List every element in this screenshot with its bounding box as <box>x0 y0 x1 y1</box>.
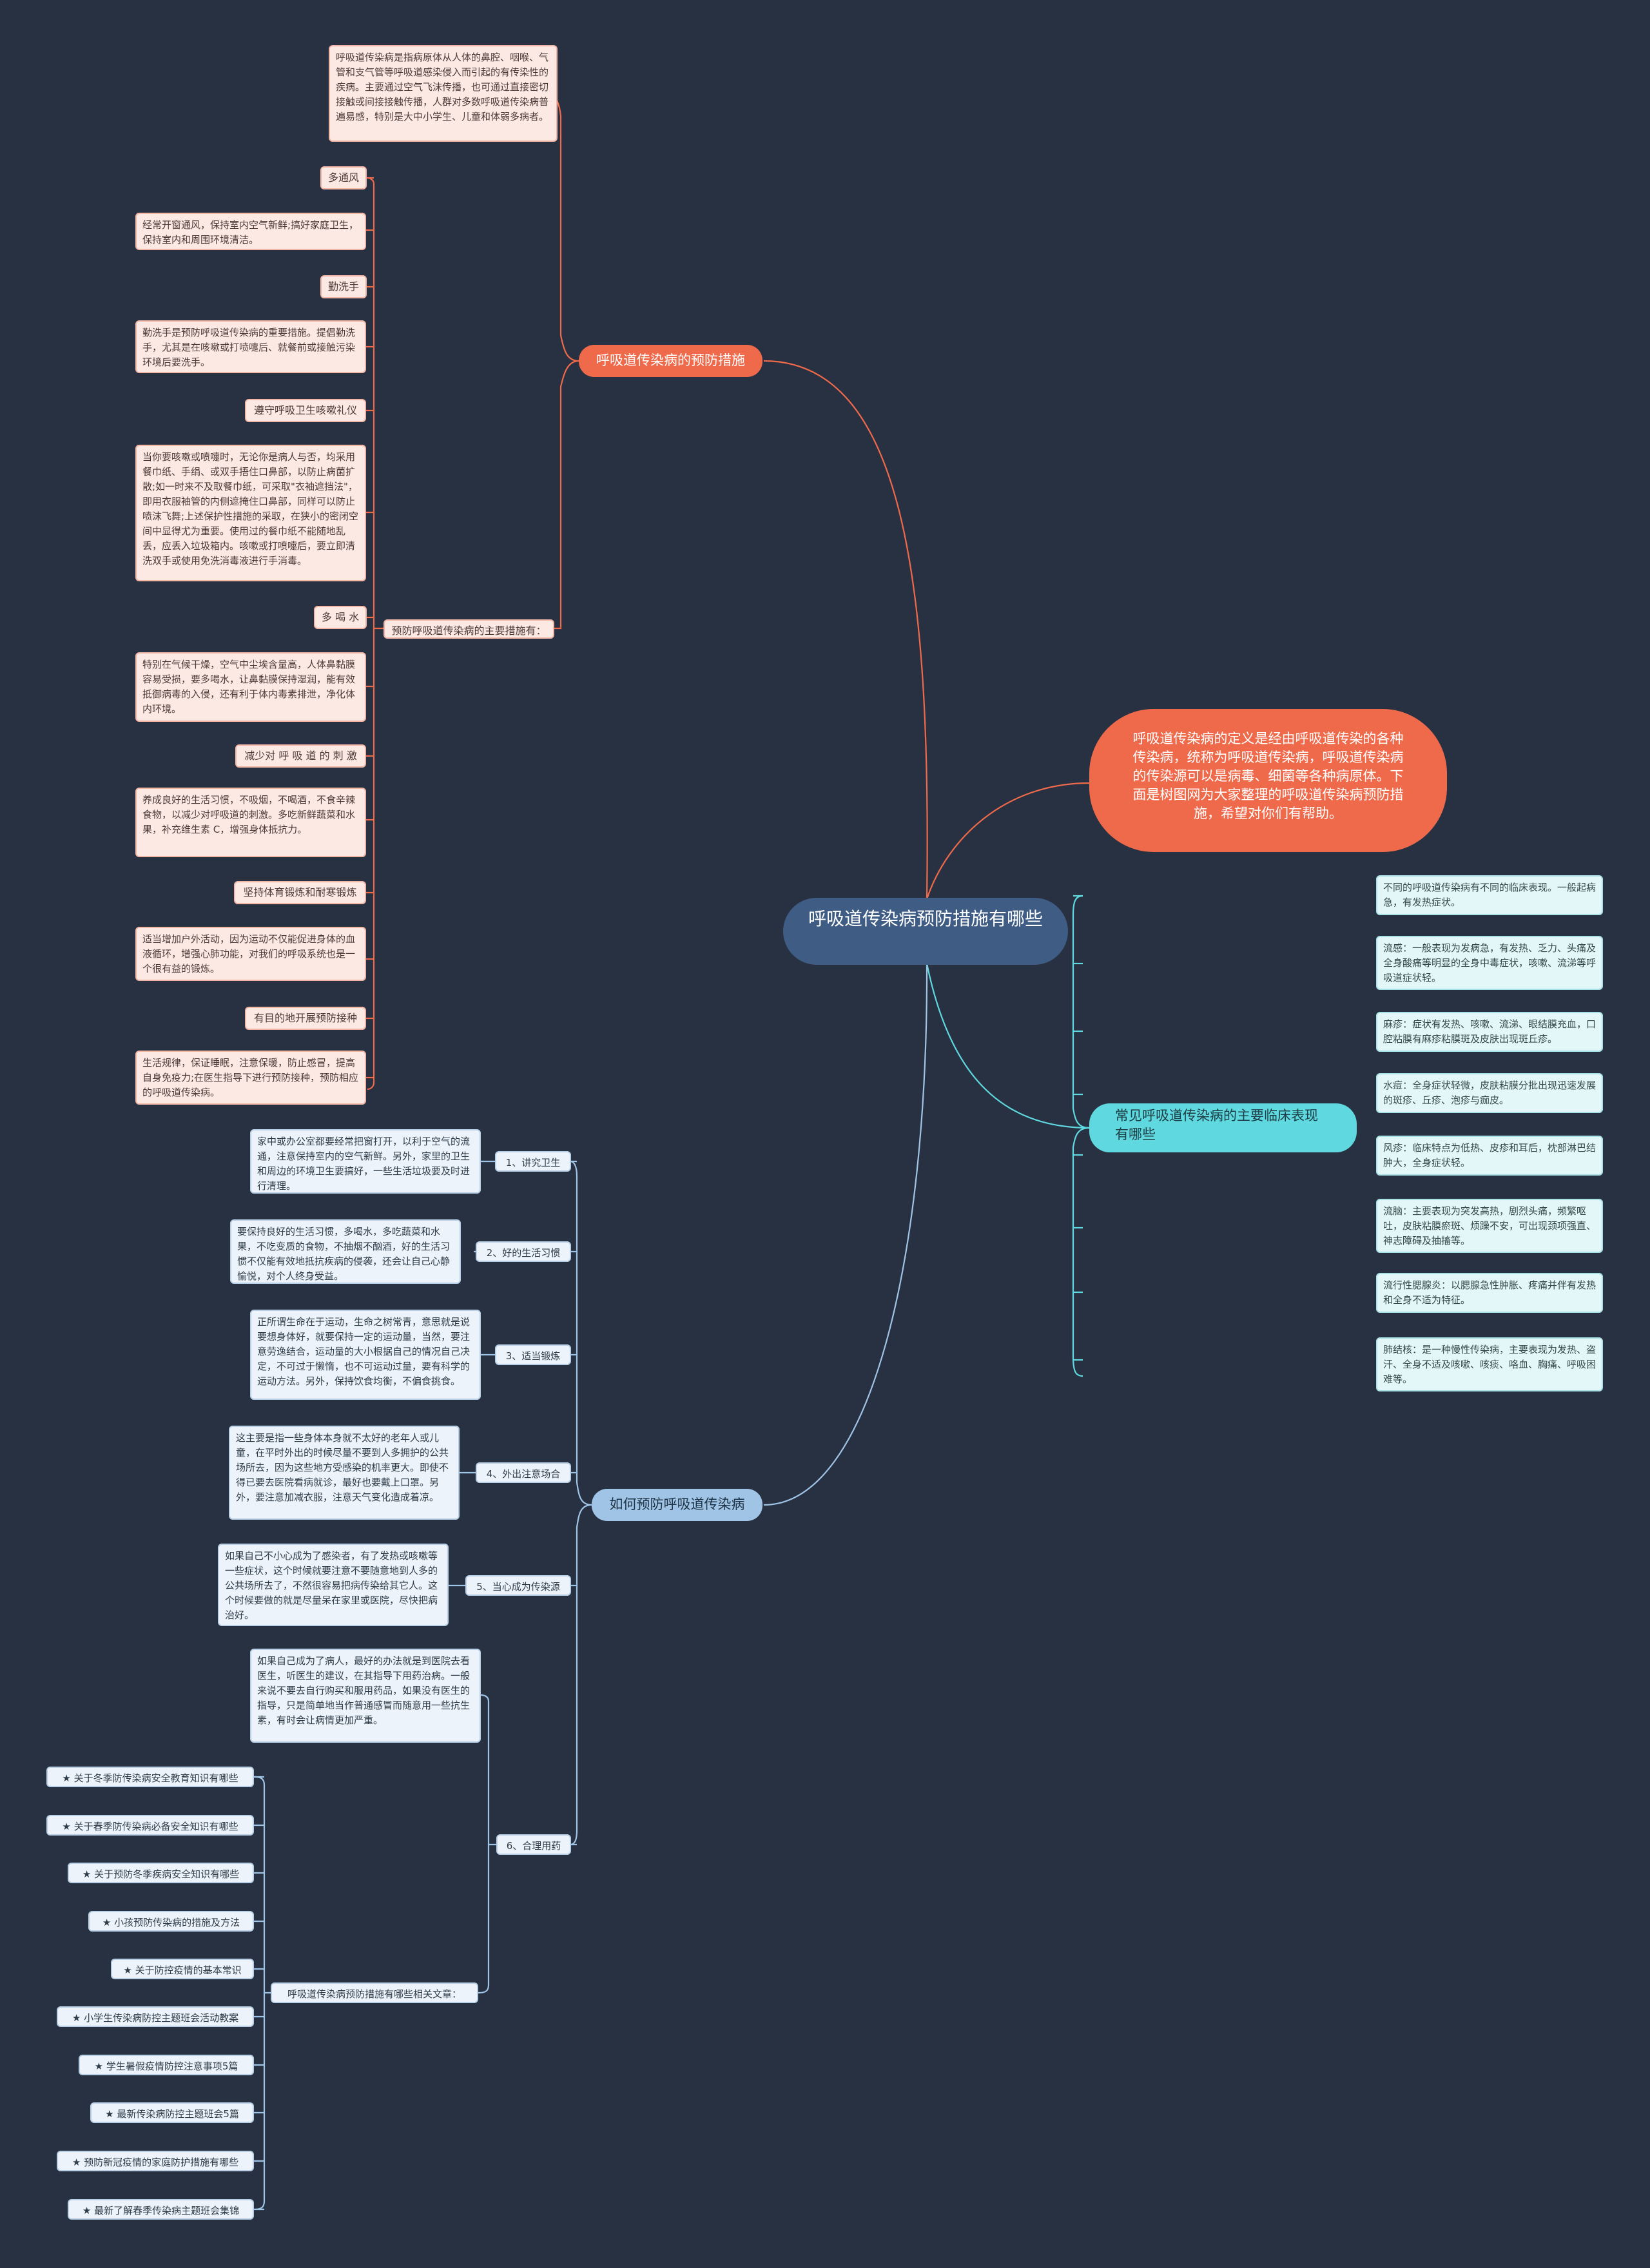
clinical-meningitis[interactable]: 流脑：主要表现为突发高热，剧烈头痛，频繁呕吐，皮肤粘膜瘀斑、烦躁不安，可出现颈项… <box>1376 1199 1603 1253</box>
measure-text-ventilate[interactable]: 经常开窗通风，保持室内空气新鲜;搞好家庭卫生，保持室内和周围环境清洁。 <box>135 213 366 250</box>
tip-text-hygiene[interactable]: 家中或办公室都要经常把窗打开，以利于空气的流通，注意保持室内的空气新鲜。另外，家… <box>250 1129 481 1194</box>
tip-title-habits[interactable]: 2、好的生活习惯 <box>476 1241 571 1262</box>
clinical-rubella[interactable]: 风疹：临床特点为低热、皮疹和耳后，枕部淋巴结肿大，全身症状轻。 <box>1376 1136 1603 1176</box>
main-measures-label[interactable]: 预防呼吸道传染病的主要措施有： <box>383 619 554 639</box>
tip-title-medication[interactable]: 6、合理用药 <box>496 1834 571 1855</box>
measure-text-vaccination[interactable]: 生活规律，保证睡眠，注意保暖，防止感冒，提高自身免疫力;在医生指导下进行预防接种… <box>135 1051 366 1105</box>
tip-title-outings[interactable]: 4、外出注意场合 <box>476 1462 571 1483</box>
tip-text-medication[interactable]: 如果自己成为了病人，最好的办法就是到医院去看医生，听医生的建议，在其指导下用药治… <box>250 1649 481 1743</box>
related-article-link[interactable]: ★ 小学生传染病防控主题班会活动教案 <box>57 2006 254 2027</box>
clinical-mumps[interactable]: 流行性腮腺炎：以腮腺急性肿胀、疼痛并伴有发热和全身不适为特征。 <box>1376 1273 1603 1313</box>
measure-text-cough-etiquette[interactable]: 当你要咳嗽或喷嚏时，无论你是病人与否，均采用餐巾纸、手绢、或双手捂住口鼻部，以防… <box>135 445 366 581</box>
clinical-chickenpox[interactable]: 水痘：全身症状轻微，皮肤粘膜分批出现迅速发展的斑疹、丘疹、泡疹与痂皮。 <box>1376 1073 1603 1113</box>
clinical-measles[interactable]: 麻疹：症状有发热、咳嗽、流涕、眼结膜充血，口腔粘膜有麻疹粘膜斑及皮肤出现斑丘疹。 <box>1376 1012 1603 1052</box>
definition-node[interactable]: 呼吸道传染病是指病原体从人体的鼻腔、咽喉、气管和支气管等呼吸道感染侵入而引起的有… <box>329 45 558 142</box>
tip-text-exercise[interactable]: 正所谓生命在于运动，生命之树常青，意思就是说要想身体好，就要保持一定的运动量，当… <box>250 1310 481 1400</box>
tip-title-contagion[interactable]: 5、当心成为传染源 <box>465 1575 571 1596</box>
measure-title-vaccination[interactable]: 有目的地开展预防接种 <box>245 1007 366 1030</box>
branch-prevention-measures[interactable]: 呼吸道传染病的预防措施 <box>579 345 762 377</box>
intro-node[interactable]: 呼吸道传染病的定义是经由呼吸道传染的各种传染病，统称为呼吸道传染病，呼吸道传染病… <box>1089 709 1447 852</box>
related-article-link[interactable]: ★ 小孩预防传染病的措施及方法 <box>88 1911 254 1932</box>
measure-text-drink-water[interactable]: 特别在气候干燥，空气中尘埃含量高，人体鼻黏膜容易受损，要多喝水，让鼻黏膜保持湿润… <box>135 652 366 722</box>
tip-text-contagion[interactable]: 如果自己不小心成为了感染者，有了发热或咳嗽等一些症状，这个时候就要注意不要随意地… <box>218 1544 449 1626</box>
clinical-flu[interactable]: 流感：一般表现为发病急，有发热、乏力、头痛及全身酸痛等明显的全身中毒症状，咳嗽、… <box>1376 936 1603 990</box>
tip-text-outings[interactable]: 这主要是指一些身体本身就不太好的老年人或儿童，在平时外出的时候尽量不要到人多拥护… <box>229 1426 460 1520</box>
clinical-tuberculosis[interactable]: 肺结核：是一种慢性传染病，主要表现为发热、盗汗、全身不适及咳嗽、咳痰、咯血、胸痛… <box>1376 1337 1603 1391</box>
branch-how-to-prevent[interactable]: 如何预防呼吸道传染病 <box>592 1489 762 1521</box>
clinical-general[interactable]: 不同的呼吸道传染病有不同的临床表现。一般起病急，有发热症状。 <box>1376 875 1603 915</box>
measure-text-reduce-irritation[interactable]: 养成良好的生活习惯，不吸烟，不喝酒，不食辛辣食物，以减少对呼吸道的刺激。多吃新鲜… <box>135 788 366 857</box>
branch-clinical-manifestations[interactable]: 常见呼吸道传染病的主要临床表现有哪些 <box>1089 1103 1357 1152</box>
related-article-link[interactable]: ★ 预防新冠疫情的家庭防护措施有哪些 <box>57 2151 254 2171</box>
tip-text-habits[interactable]: 要保持良好的生活习惯，多喝水，多吃蔬菜和水果，不吃变质的食物，不抽烟不酗酒，好的… <box>230 1219 461 1284</box>
measure-text-wash-hands[interactable]: 勤洗手是预防呼吸道传染病的重要措施。提倡勤洗手，尤其是在咳嗽或打喷嚏后、就餐前或… <box>135 320 366 373</box>
related-article-link[interactable]: ★ 最新传染病防控主题班会5篇 <box>90 2102 254 2123</box>
measure-title-ventilate[interactable]: 多通风 <box>320 166 367 189</box>
related-article-link[interactable]: ★ 关于冬季防传染病安全教育知识有哪些 <box>46 1767 254 1787</box>
measure-text-exercise[interactable]: 适当增加户外活动，因为运动不仅能促进身体的血液循环，增强心肺功能，对我们的呼吸系… <box>135 927 366 981</box>
measure-title-wash-hands[interactable]: 勤洗手 <box>320 275 367 298</box>
related-article-link[interactable]: ★ 关于预防冬季疾病安全知识有哪些 <box>68 1863 254 1883</box>
related-articles-label[interactable]: 呼吸道传染病预防措施有哪些相关文章： <box>271 1982 478 2003</box>
tip-title-exercise[interactable]: 3、适当锻炼 <box>495 1344 571 1365</box>
measure-title-reduce-irritation[interactable]: 减少对 呼 吸 道 的 刺 激 <box>235 744 366 768</box>
related-article-link[interactable]: ★ 关于防控疫情的基本常识 <box>111 1959 254 1979</box>
tip-title-hygiene[interactable]: 1、讲究卫生 <box>495 1151 571 1172</box>
related-article-link[interactable]: ★ 最新了解春季传染病主题班会集锦 <box>68 2199 254 2220</box>
related-article-link[interactable]: ★ 学生暑假疫情防控注意事项5篇 <box>79 2055 254 2075</box>
measure-title-cough-etiquette[interactable]: 遵守呼吸卫生咳嗽礼仪 <box>245 399 366 422</box>
measure-title-drink-water[interactable]: 多 喝 水 <box>314 606 367 629</box>
related-article-link[interactable]: ★ 关于春季防传染病必备安全知识有哪些 <box>46 1815 254 1836</box>
center-topic[interactable]: 呼吸道传染病预防措施有哪些 <box>783 898 1068 965</box>
measure-title-exercise[interactable]: 坚持体育锻炼和耐寒锻炼 <box>234 881 366 904</box>
